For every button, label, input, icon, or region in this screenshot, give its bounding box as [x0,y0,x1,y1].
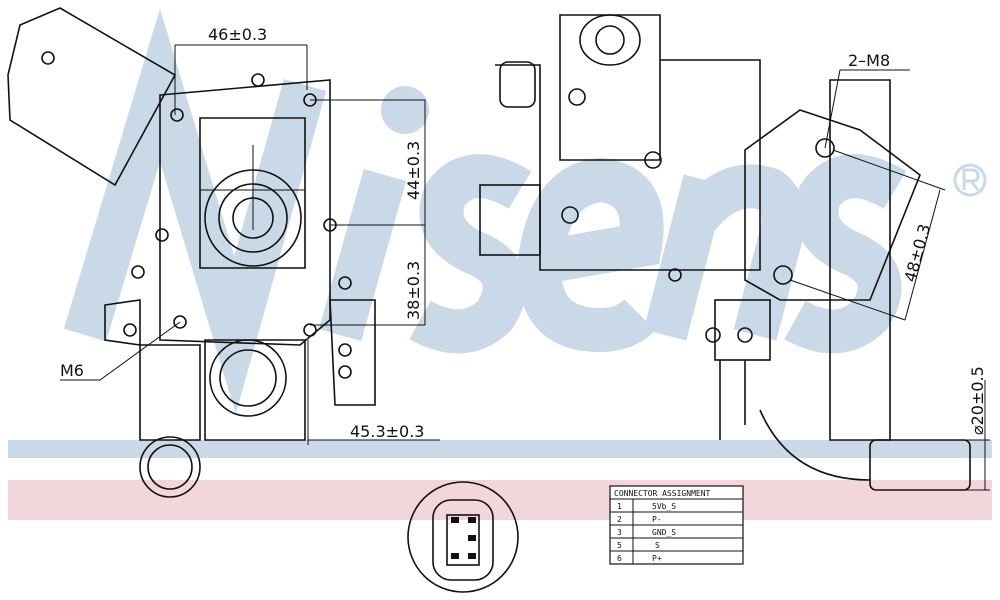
table-pin: 3 [617,528,622,537]
blue-stripe [8,440,992,458]
pipe-bend [759,409,871,481]
watermark-letter-n2 [643,164,806,341]
bracket [329,299,376,406]
left-view: 46±0.3 44±0.3 38±0.3 45.3±0.3 M6 [7,7,440,498]
connector-pin-block [446,514,480,566]
dim-pipe-diameter: ⌀20±0.5 [968,366,987,435]
table-signal: P- [652,515,662,524]
pipe-outlet [869,439,971,491]
lower-bracket [714,299,771,361]
dim-flange-spacing: 48±0.3 [901,222,935,284]
watermark-letter-n [63,8,327,414]
side-port [479,184,541,256]
dimension-lines-right [789,69,990,491]
pipe-stub [139,344,201,441]
table-signal: S [655,541,660,550]
bolt-holes-right [561,88,835,343]
table-pin: 1 [617,502,622,511]
pipe-end-inner [147,444,193,490]
watermark-letter-e [517,157,664,353]
actuator-cap-inner [595,25,625,55]
connector-face [407,481,519,593]
connector-outer [407,481,519,593]
table-pin: 5 [617,541,622,550]
connector-body [432,499,494,581]
dim-thread-right: 2–M8 [848,51,890,70]
watermark-letter-s2 [784,154,907,354]
outlet-port-inner [219,349,277,407]
connector-plug [499,61,536,108]
valve-body-plate [199,117,306,269]
table-signal: P+ [652,554,662,563]
connector-pins [451,517,476,559]
table-pin: 6 [617,554,622,563]
table-signal: 5Vb_S [652,502,676,511]
dim-bottom-offset: 45.3±0.3 [350,422,424,441]
outlet-block [204,339,306,441]
dimension-lines [60,44,440,445]
actuator-housing [7,7,177,187]
registered-mark-icon [953,163,987,197]
center-lines [200,145,305,230]
dim-lower-height: 38±0.3 [404,261,423,320]
table-title: CONNECTOR ASSIGNMENT [614,489,711,498]
pink-stripe [8,480,992,520]
actuator-cylinder [559,14,661,161]
actuator-cap [579,14,641,66]
dim-thread-left: M6 [60,361,84,380]
watermark-letter-i-dot [381,86,429,134]
pipe-end-outer [139,436,201,498]
watermark-letter-s1 [409,154,532,354]
connector-assignment-table: CONNECTOR ASSIGNMENT 1 5Vb_S 2 P- 3 GND_… [609,485,744,565]
outlet-port-outer [209,339,287,417]
table-signal: GND_S [652,528,676,537]
dim-upper-height: 44±0.3 [404,141,423,200]
side-lug [104,299,141,346]
dim-top-width: 46±0.3 [208,25,267,44]
table-pin: 2 [617,515,622,524]
flange-plate [744,109,921,301]
bracket-legs [719,360,746,440]
watermark-letter-i [318,169,407,341]
